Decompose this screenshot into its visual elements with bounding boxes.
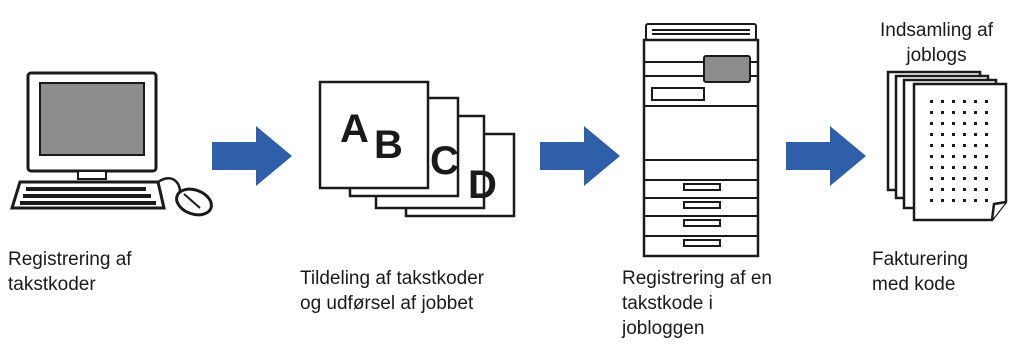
report-dot	[952, 133, 955, 136]
report-dot	[974, 111, 977, 114]
report-dot	[985, 100, 988, 103]
report-dot	[963, 177, 966, 180]
report-dot	[963, 144, 966, 147]
report-dot	[941, 100, 944, 103]
report-dot	[974, 122, 977, 125]
report-dot	[952, 122, 955, 125]
report-dot	[985, 166, 988, 169]
report-dot	[985, 144, 988, 147]
report-dot	[963, 155, 966, 158]
report-dot	[930, 122, 933, 125]
report-dot	[974, 144, 977, 147]
report-dot	[963, 100, 966, 103]
arrow-right-icon	[540, 126, 620, 186]
report-dot	[930, 177, 933, 180]
step-caption: Registrering af takstkoder	[8, 249, 132, 295]
report-dot	[963, 111, 966, 114]
report-dot	[930, 100, 933, 103]
report-dot	[974, 155, 977, 158]
report-dot	[941, 166, 944, 169]
report-dot	[952, 177, 955, 180]
report-dot	[930, 166, 933, 169]
report-dot	[930, 133, 933, 136]
documents-icon: A B C D	[318, 80, 516, 218]
doc-letter-c: C	[430, 139, 459, 183]
report-dot	[985, 111, 988, 114]
arrow-right-icon	[212, 126, 292, 186]
report-dot	[985, 133, 988, 136]
report-dot	[974, 199, 977, 202]
report-dot	[941, 188, 944, 191]
report-dot	[974, 100, 977, 103]
report-dot	[930, 155, 933, 158]
report-dot	[974, 133, 977, 136]
report-dot	[952, 144, 955, 147]
report-dot	[974, 166, 977, 169]
report-dot	[941, 177, 944, 180]
report-dot	[952, 100, 955, 103]
doc-letter-b: B	[374, 123, 403, 167]
printer-icon	[642, 23, 760, 258]
report-dot	[941, 122, 944, 125]
report-dot	[963, 188, 966, 191]
report-dot	[930, 111, 933, 114]
step-caption: Registrering af en takstkode i jobloggen	[622, 268, 772, 339]
report-dot	[930, 144, 933, 147]
report-dot	[963, 199, 966, 202]
report-dot	[952, 155, 955, 158]
report-dot	[952, 199, 955, 202]
report-dot	[985, 188, 988, 191]
report-dot	[974, 177, 977, 180]
step-caption: Tildeling af takstkoder og udførsel af j…	[300, 268, 485, 314]
report-dot	[930, 188, 933, 191]
doc-letter-a: A	[340, 107, 369, 151]
arrow-right-icon	[786, 126, 866, 186]
report-dot	[941, 144, 944, 147]
report-dot	[941, 155, 944, 158]
report-dot	[941, 111, 944, 114]
report-dot	[985, 177, 988, 180]
report-dot	[941, 199, 944, 202]
report-dot	[974, 188, 977, 191]
report-dot	[963, 133, 966, 136]
report-pages-icon	[886, 70, 1008, 222]
top-caption: Indsamling af joblogs	[880, 20, 994, 66]
step-caption: Fakturering med kode	[872, 249, 969, 295]
report-dot	[985, 199, 988, 202]
report-dot	[941, 133, 944, 136]
report-dot	[985, 122, 988, 125]
report-dot	[952, 166, 955, 169]
report-dot	[930, 199, 933, 202]
report-dot	[963, 122, 966, 125]
report-dot	[963, 166, 966, 169]
report-dot	[985, 155, 988, 158]
doc-letter-d: D	[468, 163, 497, 207]
report-dot	[952, 111, 955, 114]
report-dot	[952, 188, 955, 191]
computer-icon	[9, 71, 213, 217]
